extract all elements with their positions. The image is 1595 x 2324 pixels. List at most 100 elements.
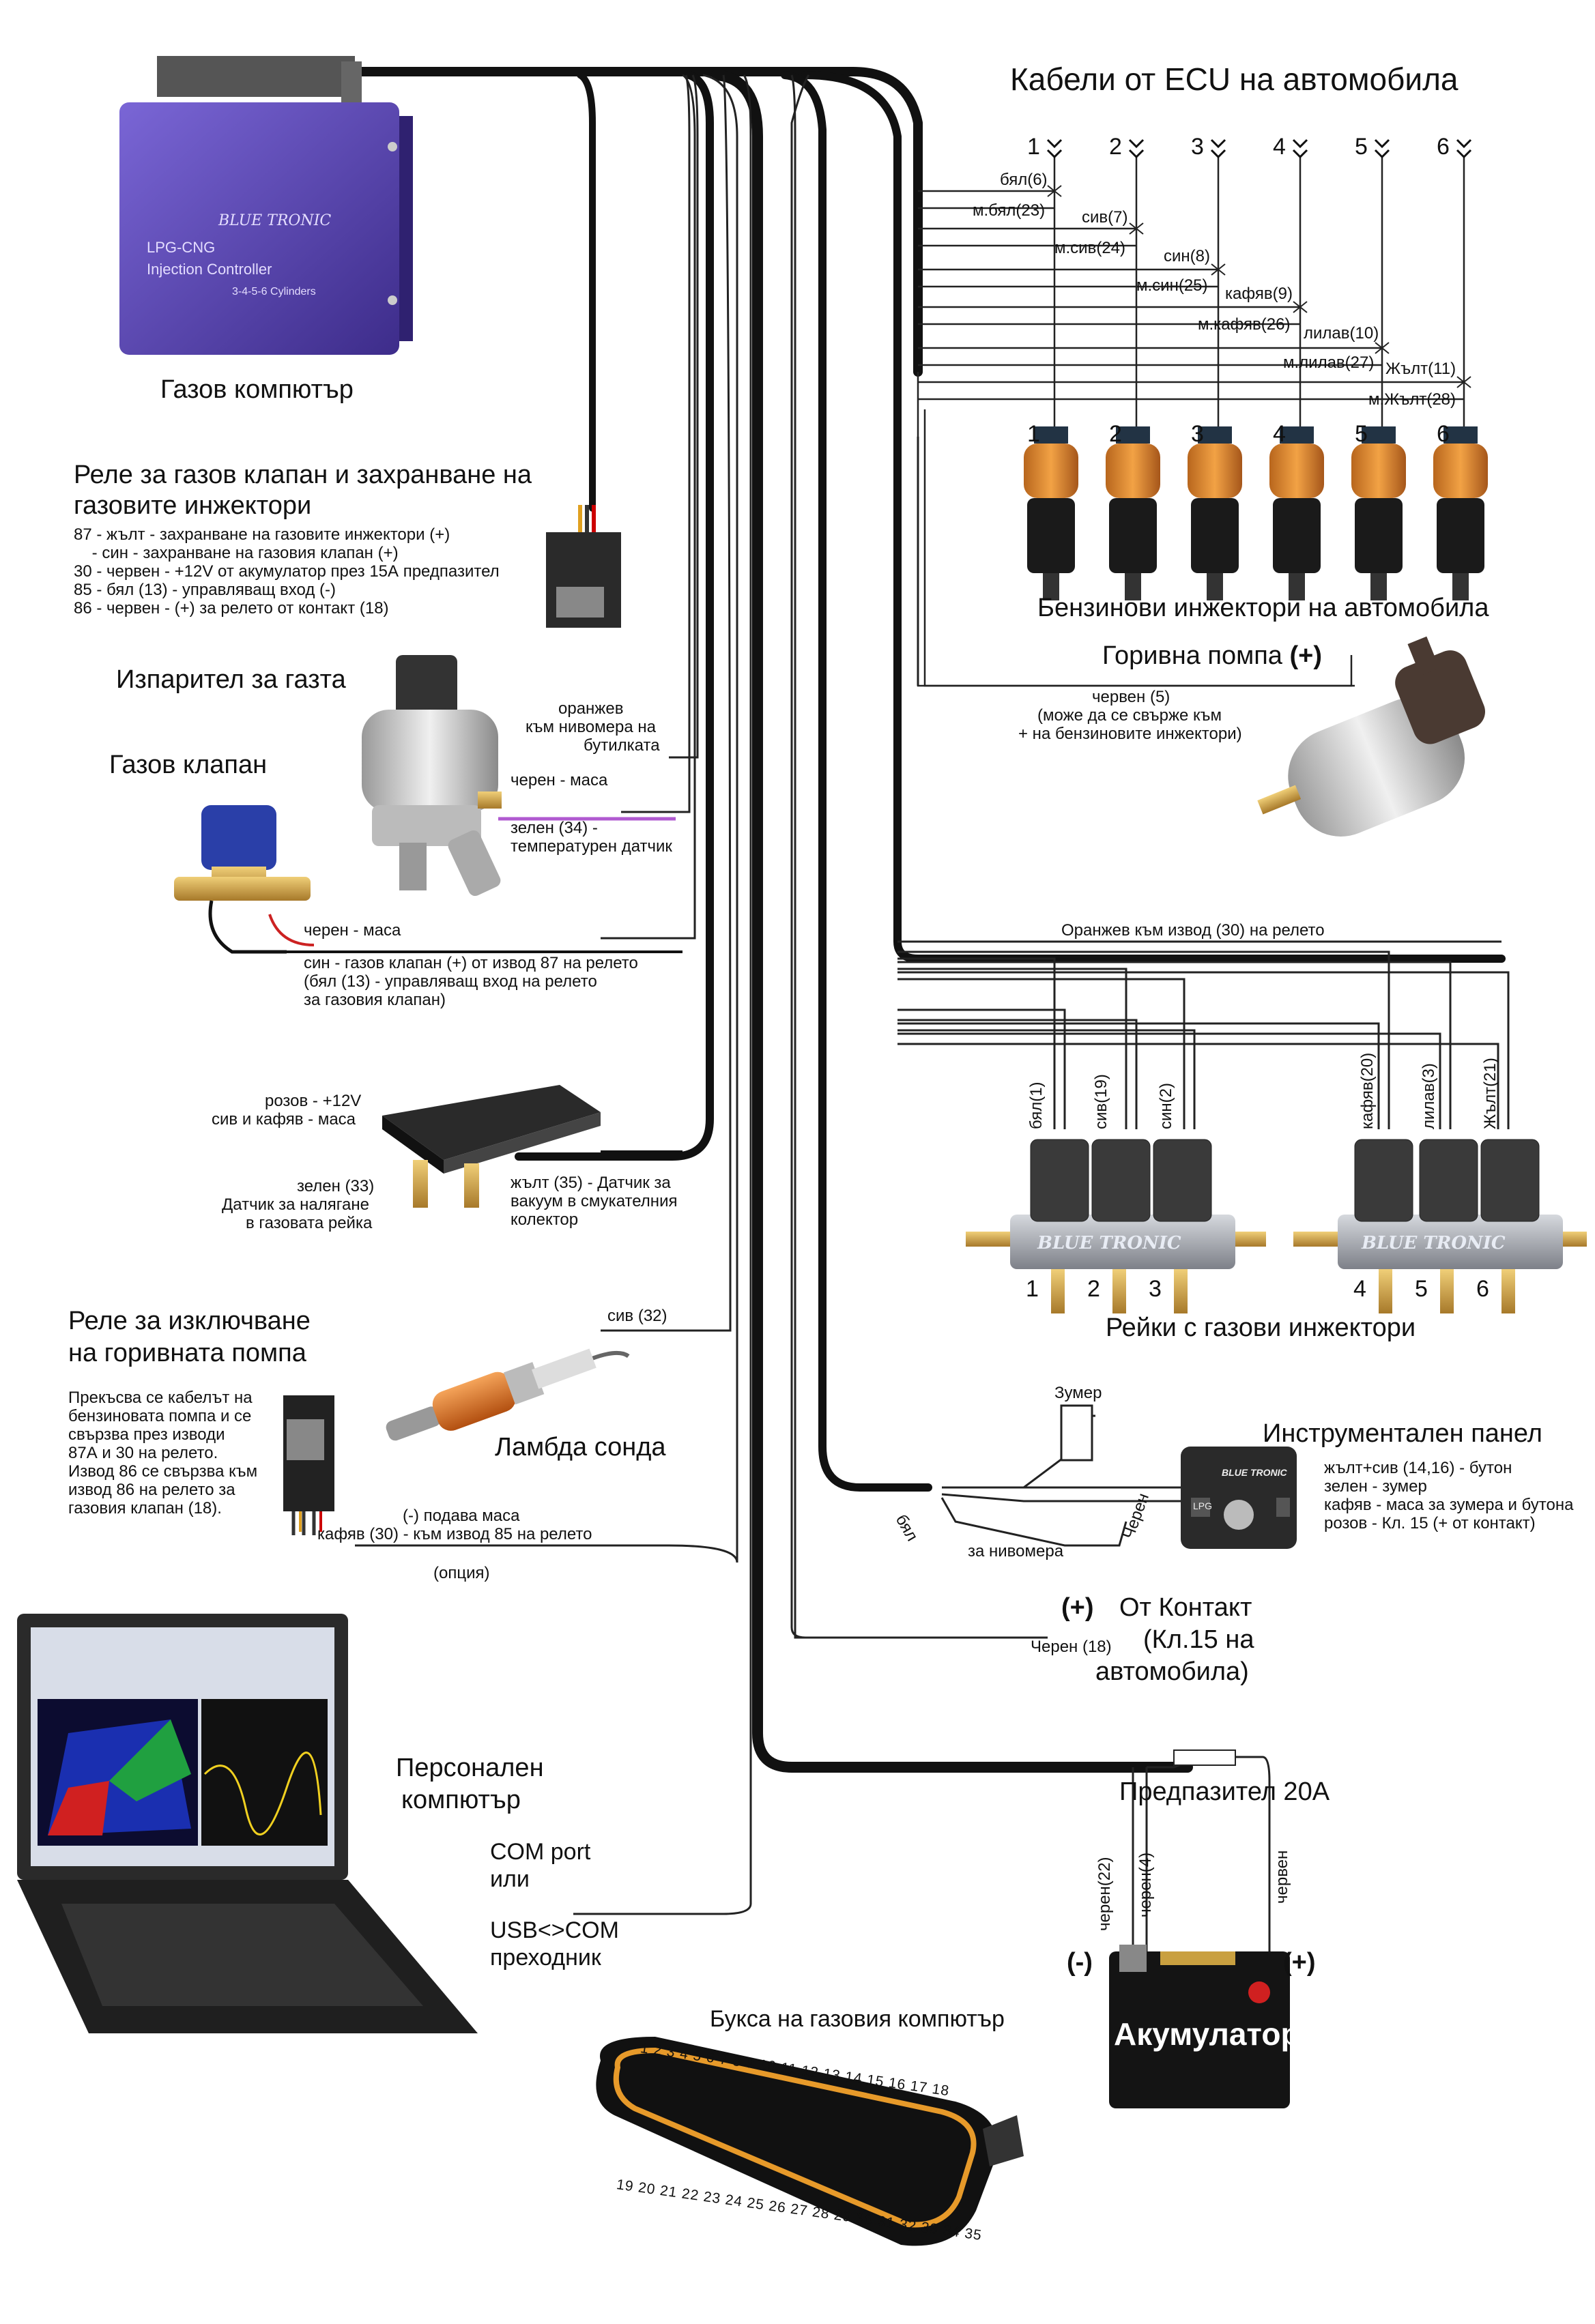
gas-valve-line-3: за газовия клапан) xyxy=(304,991,446,1009)
rail-num-3: 3 xyxy=(1149,1276,1162,1302)
pump-relay-desc-3: свързва през изводи xyxy=(68,1425,225,1444)
pump-relay-desc-5: Извод 86 се свързва към xyxy=(68,1462,258,1481)
ignition-sign: (+) xyxy=(1061,1593,1094,1622)
panel-title: Инструментален панел xyxy=(1263,1419,1542,1448)
ecu-pin-marks xyxy=(1046,139,1472,159)
connector-image xyxy=(596,2037,1024,2246)
reducer-orange-3: бутилката xyxy=(584,736,660,755)
gas-ecu-box: BLUE TRONIC LPG-CNG Injection Controller… xyxy=(119,56,413,355)
ecu-wire-4a: кафяв(9) xyxy=(1225,285,1293,303)
relay-valve-line-5: 86 - червен - (+) за релето от контакт (… xyxy=(74,599,389,618)
ignition-line-2: (Кл.15 на xyxy=(1143,1625,1254,1654)
relay-valve-line-4: 85 - бял (13) - управляващ вход (-) xyxy=(74,581,336,599)
pc-usb-2: преходник xyxy=(490,1945,601,1971)
ecu-cyl-4: 4 xyxy=(1273,134,1286,160)
ecu-line3: 3-4-5-6 Cylinders xyxy=(232,286,316,297)
gas-valve-title: Газов клапан xyxy=(109,751,268,779)
relay-valve-line-1: 87 - жълт - захранване на газовите инжек… xyxy=(74,525,450,544)
ecu-wire-5b: м.лилав(27) xyxy=(1283,353,1375,372)
cut-marks xyxy=(1047,185,1471,388)
panel-buzzer: Зумер xyxy=(1054,1384,1102,1402)
map-yellow-1: жълт (35) - Датчик за xyxy=(511,1174,671,1192)
relay-valve-line-2: - син - захранване на газовия клапан (+) xyxy=(74,544,399,562)
ecu-line2: Injection Controller xyxy=(147,261,272,278)
rail-wire-6: Жълт(21) xyxy=(1481,1058,1499,1129)
ecu-brand: BLUE TRONIC xyxy=(218,212,331,229)
ignition-wire: Черен (18) xyxy=(1031,1638,1112,1656)
relay-valve-title-1: Реле за газов клапан и захранване на xyxy=(74,461,532,489)
fuse-20a xyxy=(1173,1749,1236,1766)
ecu-wire-2b: м.сив(24) xyxy=(1054,239,1126,257)
rail-num-1: 1 xyxy=(1026,1276,1039,1302)
reducer-green-1: зелен (34) - xyxy=(511,819,598,837)
map-yellow-2: вакуум в смукателния xyxy=(511,1192,678,1210)
ecu-wire-1a: бял(6) xyxy=(1000,171,1048,189)
ecu-cyl-3: 3 xyxy=(1191,134,1204,160)
ecu-wire-1b: м.бял(23) xyxy=(973,201,1046,220)
map-green-3: в газовата рейка xyxy=(246,1214,373,1232)
reducer-green-2: температурен датчик xyxy=(511,837,672,856)
panel-line-4: розов - Кл. 15 (+ от контакт) xyxy=(1324,1514,1536,1533)
pc-usb-1: USB<>COM xyxy=(490,1917,619,1943)
relay-valve-line-3: 30 - червен - +12V от акумулатор през 15… xyxy=(74,562,500,581)
petrol-inj-1: 1 xyxy=(1027,421,1040,447)
map-yellow-3: колектор xyxy=(511,1210,579,1229)
lambda-grey: сив (32) xyxy=(607,1307,667,1325)
ecu-wire-6a: Жълт(11) xyxy=(1385,360,1456,378)
petrol-inj-5: 5 xyxy=(1355,421,1368,447)
valve-relay xyxy=(546,505,621,628)
panel-lpg: LPG xyxy=(1193,1500,1213,1511)
pump-relay-desc-7: газовия клапан (18). xyxy=(68,1499,222,1517)
ecu-wire-2a: сив(7) xyxy=(1082,208,1128,227)
rail-num-5: 5 xyxy=(1415,1276,1428,1302)
panel-line-1: жълт+сив (14,16) - бутон xyxy=(1324,1459,1512,1477)
gas-computer-label: Газов компютър xyxy=(160,375,354,404)
fuel-pump-line-2: (може да се свърже към xyxy=(1037,706,1222,725)
ecu-wire-3a: син(8) xyxy=(1164,247,1210,265)
lambda-title: Ламбда сонда xyxy=(495,1433,666,1462)
fuse-wire-2: черен(4) xyxy=(1136,1852,1155,1917)
petrol-inj-3: 3 xyxy=(1191,421,1204,447)
ecu-wire-5a: лилав(10) xyxy=(1304,324,1379,343)
fuel-pump-line-1: червен (5) xyxy=(1092,688,1170,706)
panel-brand: BLUE TRONIC xyxy=(1222,1467,1287,1478)
fuse-title: Предпазител 20А xyxy=(1119,1777,1330,1806)
reducer-image xyxy=(362,655,676,897)
pump-relay-desc-1: Прекъсва се кабелът на xyxy=(68,1389,253,1407)
pump-relay-title-1: Реле за изключване xyxy=(68,1307,311,1335)
rail-num-2: 2 xyxy=(1087,1276,1100,1302)
battery-minus: (-) xyxy=(1067,1948,1093,1977)
petrol-injectors xyxy=(1024,426,1488,600)
fuel-pump-title-text: Горивна помпа xyxy=(1102,641,1282,670)
laptop-image xyxy=(17,1614,478,2033)
ecu-cyl-1: 1 xyxy=(1027,134,1040,160)
pc-com-2: или xyxy=(490,1866,530,1892)
pump-relay-desc-6: извод 86 на релето за xyxy=(68,1481,235,1499)
rail-wire-2: сив(19) xyxy=(1092,1074,1110,1129)
pc-com-1: COM port xyxy=(490,1839,591,1865)
lambda-image xyxy=(386,1348,630,1441)
ecu-cables-title: Кабели от ECU на автомобила xyxy=(1010,61,1459,97)
lambda-brown: кафяв (30) - към извод 85 на релето xyxy=(317,1525,592,1543)
ecu-cyl-2: 2 xyxy=(1109,134,1122,160)
petrol-inj-2: 2 xyxy=(1109,421,1122,447)
pump-feed xyxy=(923,409,1353,687)
map-sensor-image xyxy=(382,1085,682,1208)
lambda-option: (опция) xyxy=(433,1564,490,1582)
pump-relay-desc-4: 87А и 30 на релето. xyxy=(68,1444,218,1462)
ecu-wire-3b: м.син(25) xyxy=(1136,276,1208,295)
rail-left-brand: BLUE TRONIC xyxy=(1037,1233,1181,1253)
battery-plus: (+) xyxy=(1283,1948,1316,1977)
map-pink-1: розов - +12V xyxy=(265,1092,362,1110)
lambda-mass: (-) подава маса xyxy=(403,1507,520,1525)
pc-line-1: Персонален xyxy=(396,1754,544,1782)
fuel-pump-image xyxy=(1257,636,1486,837)
gas-rails-title: Рейки с газови инжектори xyxy=(1106,1313,1416,1342)
ignition-line-1: От Контакт xyxy=(1119,1593,1252,1622)
ecu-cyl-5: 5 xyxy=(1355,134,1368,160)
panel-line-2: зелен - зумер xyxy=(1324,1477,1427,1496)
gas-rail-right xyxy=(1293,1139,1587,1313)
map-green-2: Датчик за налягане xyxy=(222,1195,369,1214)
